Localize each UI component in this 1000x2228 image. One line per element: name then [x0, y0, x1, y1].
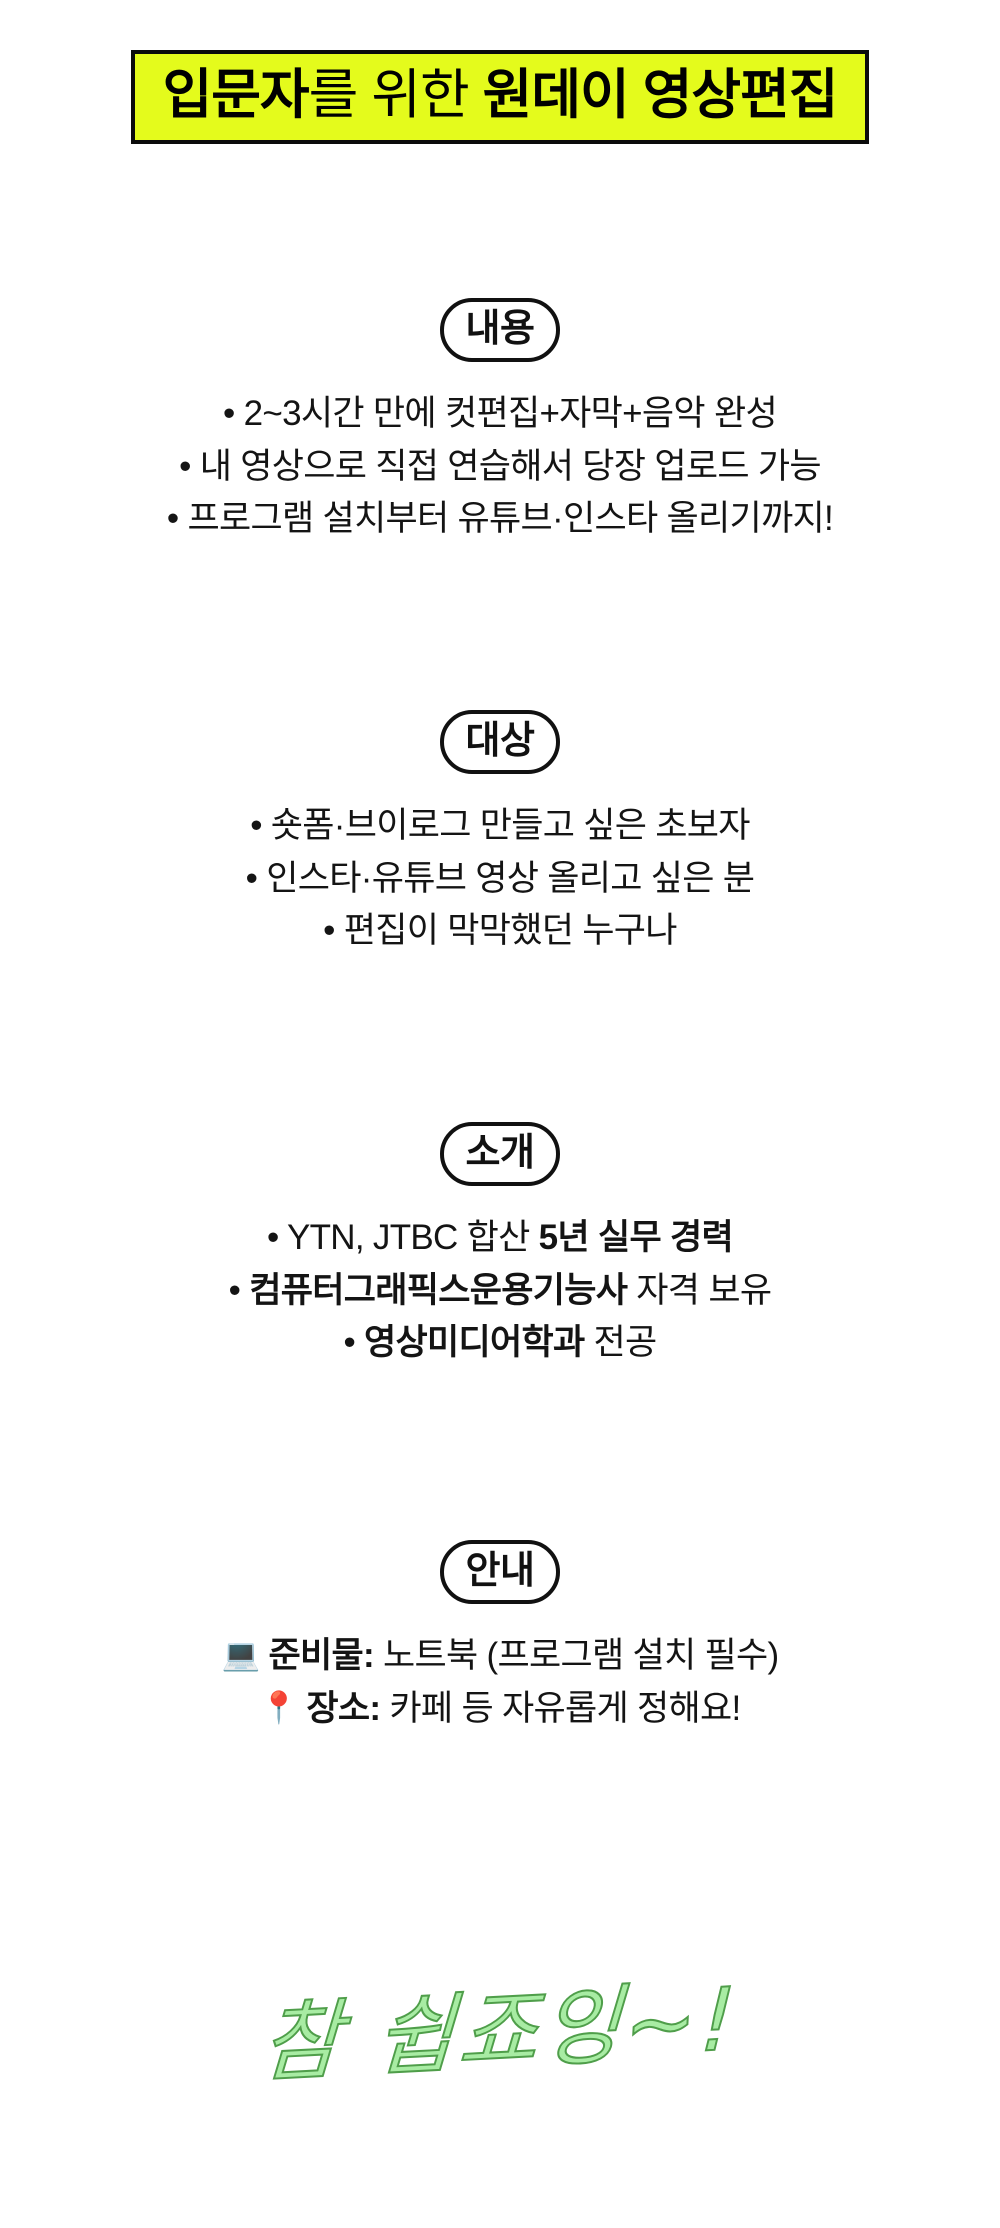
intro-bold: 컴퓨터그래픽스운용기능사 — [249, 1270, 628, 1310]
intro-line: • 컴퓨터그래픽스운용기능사 자격 보유 — [0, 1265, 1000, 1318]
title-prefix: 입문자 — [162, 65, 310, 125]
section-pill-target: 대상 — [439, 710, 561, 774]
section-intro: 소개 • YTN, JTBC 합산 5년 실무 경력 • 컴퓨터그래픽스운용기능… — [0, 1122, 1000, 1370]
section-header-notice: 안내 — [0, 1540, 1000, 1604]
title-highlight: 원데이 영상편집 — [482, 65, 839, 125]
section-label-intro: 소개 — [465, 1132, 535, 1174]
notice-line: 📍 장소: 카페 등 자유롭게 정해요! — [0, 1683, 1000, 1736]
section-lines-notice: 💻 준비물: 노트북 (프로그램 설치 필수) 📍 장소: 카페 등 자유롭게 … — [0, 1630, 1000, 1735]
section-pill-notice: 안내 — [439, 1540, 561, 1604]
section-label-notice: 안내 — [465, 1550, 535, 1592]
content-line: • 프로그램 설치부터 유튜브·인스타 올리기까지! — [166, 499, 834, 538]
section-header-target: 대상 — [0, 710, 1000, 774]
section-header-content: 내용 — [0, 298, 1000, 362]
intro-line: • 영상미디어학과 전공 — [0, 1317, 1000, 1370]
section-header-intro: 소개 — [0, 1122, 1000, 1186]
intro-bold: 5년 실무 경력 — [538, 1218, 734, 1257]
target-line: • 인스타·유튜브 영상 올리고 싶은 분 — [245, 858, 755, 898]
intro-tail: 자격 보유 — [627, 1270, 772, 1310]
intro-bold: 영상미디어학과 — [364, 1323, 585, 1362]
title-middle: 를 위한 — [308, 65, 483, 125]
laptop-icon: 💻 — [221, 1637, 261, 1672]
intro-lead: • — [228, 1270, 250, 1310]
section-pill-intro: 소개 — [439, 1122, 561, 1186]
section-pill-content: 내용 — [439, 298, 561, 362]
section-label-content: 내용 — [465, 308, 535, 350]
section-notice: 안내 💻 준비물: 노트북 (프로그램 설치 필수) 📍 장소: 카페 등 자유… — [0, 1540, 1000, 1735]
target-line: • 숏폼·브이로그 만들고 싶은 초보자 — [250, 806, 750, 845]
title-banner-wrapper: 입문자를 위한 원데이 영상편집 — [0, 50, 1000, 144]
closing-wrapper: 참 쉽죠잉~! — [0, 1968, 1000, 2095]
pin-icon: 📍 — [259, 1689, 298, 1725]
section-target: 대상 • 숏폼·브이로그 만들고 싶은 초보자 • 인스타·유튜브 영상 올리고… — [0, 710, 1000, 958]
section-lines-intro: • YTN, JTBC 합산 5년 실무 경력 • 컴퓨터그래픽스운용기능사 자… — [0, 1212, 1000, 1370]
section-content: 내용 • 2~3시간 만에 컷편집+자막+음악 완성 • 내 영상으로 직접 연… — [0, 298, 1000, 546]
notice-tail: 노트북 (프로그램 설치 필수) — [373, 1636, 779, 1675]
page-title: 입문자를 위한 원데이 영상편집 — [162, 65, 839, 125]
intro-line: • YTN, JTBC 합산 5년 실무 경력 — [0, 1212, 1000, 1265]
intro-tail: 전공 — [584, 1323, 658, 1362]
notice-bold: 장소: — [306, 1688, 381, 1728]
notice-line: 💻 준비물: 노트북 (프로그램 설치 필수) — [0, 1630, 1000, 1683]
intro-lead: • YTN, JTBC 합산 — [267, 1218, 539, 1257]
section-label-target: 대상 — [465, 720, 535, 762]
title-banner: 입문자를 위한 원데이 영상편집 — [130, 50, 870, 144]
notice-bold: 준비물: — [268, 1636, 374, 1675]
target-line: • 편집이 막막했던 누구나 — [323, 911, 677, 950]
closing-text: 참 쉽죠잉~! — [258, 1968, 743, 2095]
content-line: • 내 영상으로 직접 연습해서 당장 업로드 가능 — [179, 446, 821, 486]
section-lines-target: • 숏폼·브이로그 만들고 싶은 초보자 • 인스타·유튜브 영상 올리고 싶은… — [0, 800, 1000, 958]
content-line: • 2~3시간 만에 컷편집+자막+음악 완성 — [223, 394, 778, 433]
notice-tail: 카페 등 자유롭게 정해요! — [380, 1688, 741, 1728]
intro-lead: • — [343, 1323, 365, 1362]
section-lines-content: • 2~3시간 만에 컷편집+자막+음악 완성 • 내 영상으로 직접 연습해서… — [0, 388, 1000, 546]
